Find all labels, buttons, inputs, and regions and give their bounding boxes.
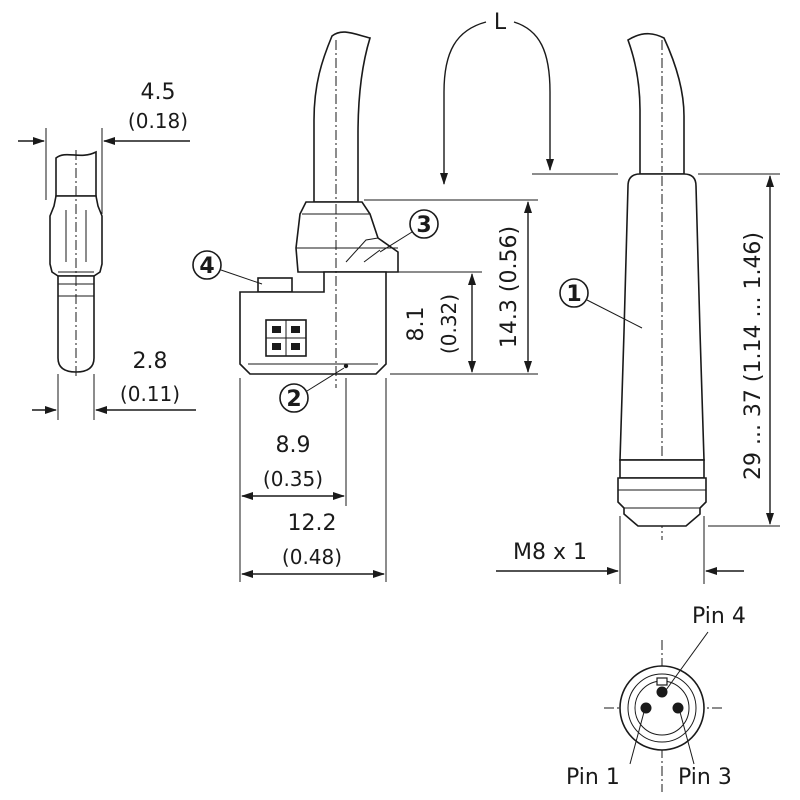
dim-side-width-in: (0.18)	[128, 109, 188, 133]
dim-side-width-mm: 4.5	[141, 80, 176, 105]
callout-1: 1	[566, 282, 581, 307]
connector-thread	[617, 477, 707, 527]
pin-face-view: Pin 4 Pin 1 Pin 3	[566, 604, 746, 792]
callout-4-circle	[192, 250, 222, 280]
pin-3-label: Pin 3	[678, 765, 732, 790]
side-view: 4.5 (0.18) 2.8 (0.11)	[18, 80, 196, 420]
dim-pin-width-in: (0.11)	[120, 382, 180, 406]
callout-3-circle	[409, 209, 439, 239]
dim-head-width-inner-in: (0.35)	[263, 467, 323, 491]
pin-1-dot	[640, 702, 652, 714]
connector-face-outer	[619, 665, 705, 751]
connector-view: 1 29 ... 37 (1.14 ... 1.46) M8 x 1	[496, 32, 780, 584]
front-view-upper-housing	[295, 201, 399, 273]
dim-connector-length: 29 ... 37 (1.14 ... 1.46)	[741, 232, 766, 480]
callout-3: 3	[416, 213, 431, 238]
led-bump	[257, 277, 293, 293]
cable-length-dimension: L	[440, 10, 618, 185]
dim-head-width-total-in: (0.48)	[282, 545, 342, 569]
dim-head-height-total: 14.3 (0.56)	[497, 226, 522, 348]
connector-thread-ring	[619, 459, 705, 479]
callout-2: 2	[286, 387, 301, 412]
dim-head-height-lower-in: (0.32)	[437, 294, 461, 354]
dim-cable-length: L	[494, 10, 507, 35]
dim-head-width-total-mm: 12.2	[288, 511, 337, 536]
connector-cable	[627, 32, 685, 175]
dim-thread: M8 x 1	[513, 540, 587, 565]
front-view: 8.9 (0.35) 12.2 (0.48) 8.1 (0.32) 14.3 (…	[192, 31, 538, 582]
dim-head-height-lower-mm: 8.1	[404, 307, 429, 342]
pin-3-dot	[672, 702, 684, 714]
front-view-cable	[313, 31, 372, 203]
callout-2-circle	[279, 383, 309, 413]
callout-1-circle	[559, 278, 589, 308]
dim-head-width-inner-mm: 8.9	[276, 433, 311, 458]
dim-pin-width-mm: 2.8	[133, 349, 168, 374]
pin-4-label: Pin 4	[692, 604, 746, 629]
pin-1-label: Pin 1	[566, 765, 620, 790]
callout-4: 4	[199, 254, 214, 279]
pin-4-dot	[656, 686, 668, 698]
